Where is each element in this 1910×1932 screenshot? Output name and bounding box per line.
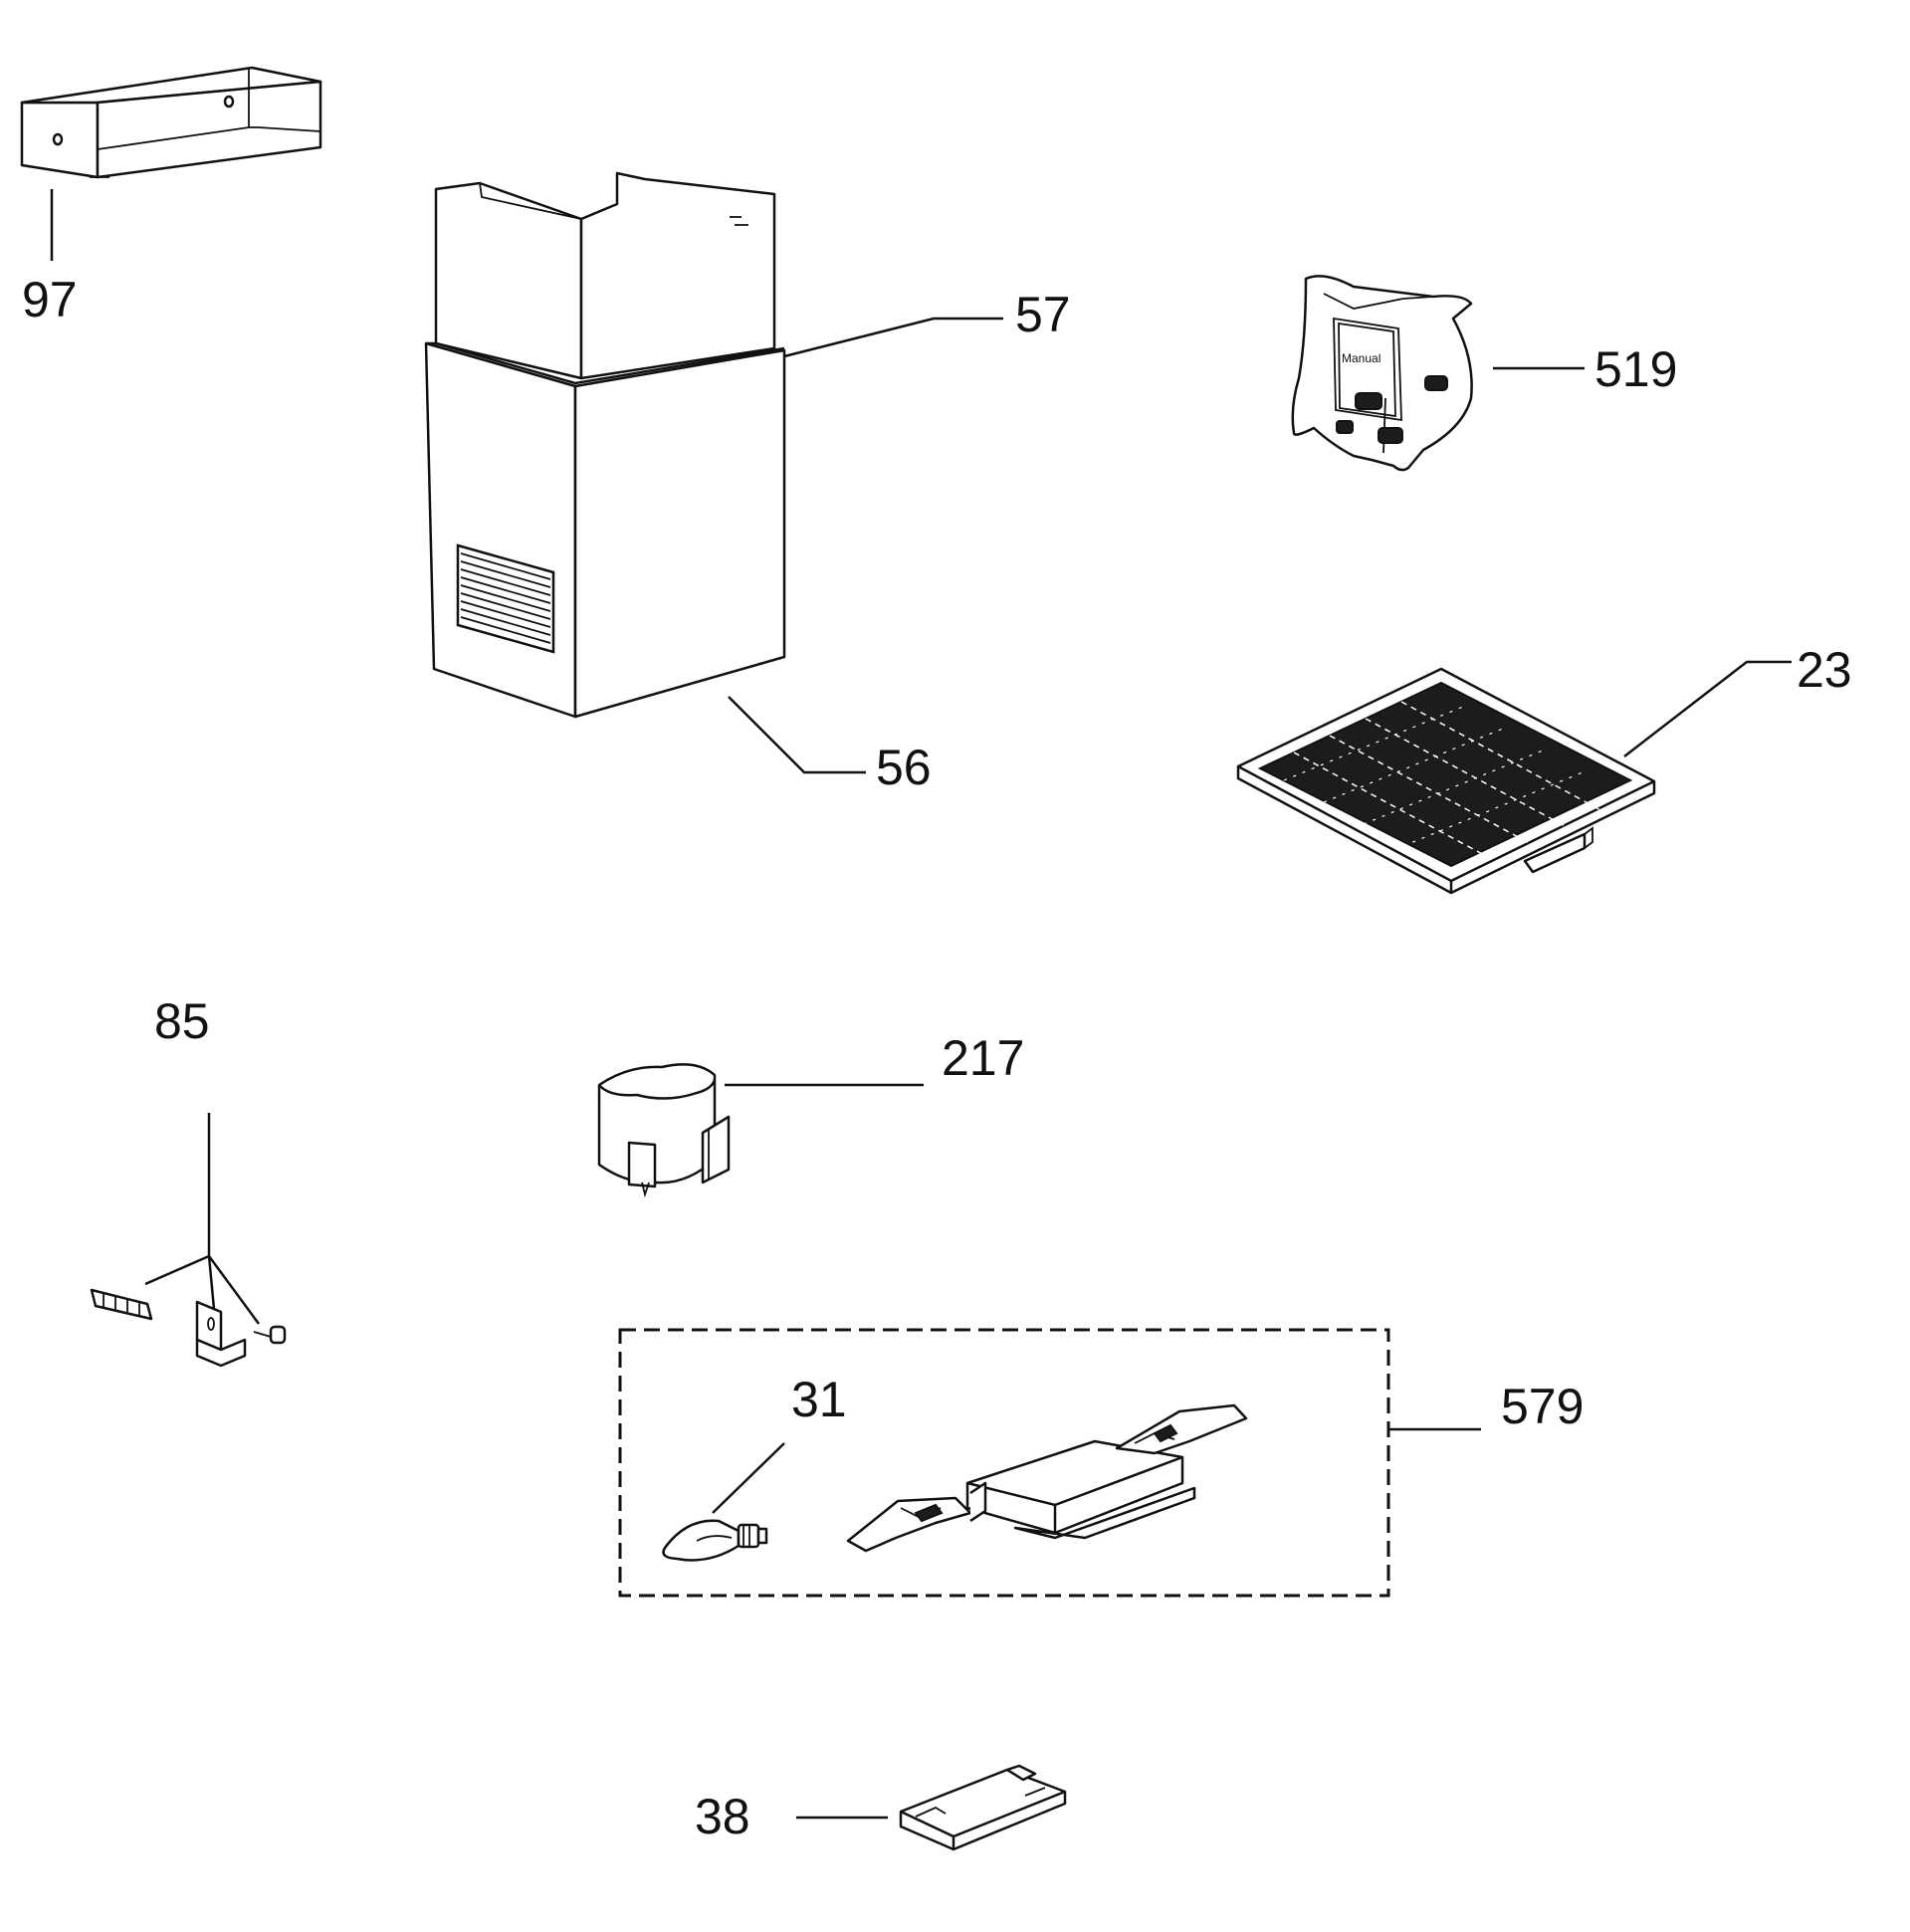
- chimney-upper-callout: 57: [1015, 287, 1071, 342]
- chimney-upper-part: [434, 171, 776, 380]
- chimney-lower-part: [424, 341, 786, 719]
- bulb-leader: [712, 1442, 785, 1514]
- grease-filter-part: [1236, 667, 1656, 895]
- lighting-kit-box: [618, 1328, 1390, 1598]
- wall-fixings-part: [90, 1288, 287, 1368]
- grease-filter-leader: [1623, 660, 1792, 757]
- lamp-cover-part: [899, 1764, 1067, 1851]
- filter-mesh-lines: [1283, 701, 1605, 864]
- vent-grille: [456, 543, 555, 654]
- lamp-cover-callout: 38: [695, 1789, 750, 1844]
- carbon-filter-callout: 217: [942, 1030, 1024, 1086]
- chimney-upper-leader: [783, 317, 1003, 358]
- accessory-bag-part: Manual: [1291, 275, 1473, 472]
- carbon-filter-part: [597, 1063, 731, 1198]
- bracket-callout: 97: [22, 272, 78, 327]
- manual-text: Manual: [1342, 351, 1380, 365]
- wall-fixings-callout: 85: [154, 993, 210, 1049]
- chimney-lower-callout: 56: [876, 740, 932, 795]
- lighting-kit-callout: 579: [1501, 1379, 1584, 1434]
- chimney-lower-leader: [728, 696, 866, 774]
- grease-filter-callout: 23: [1797, 642, 1852, 698]
- bracket-part: [20, 66, 322, 179]
- bulb-part: [662, 1519, 768, 1562]
- lamp-holder-part: [846, 1403, 1248, 1553]
- wall-fixings-leader: [144, 1113, 261, 1325]
- accessory-bag-callout: 519: [1594, 341, 1677, 397]
- bulb-callout: 31: [791, 1372, 847, 1427]
